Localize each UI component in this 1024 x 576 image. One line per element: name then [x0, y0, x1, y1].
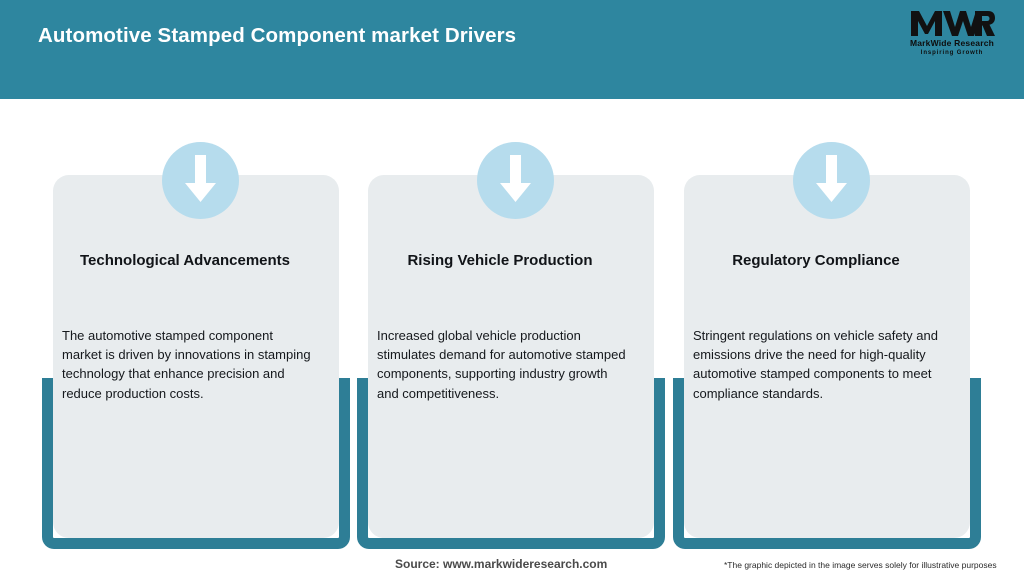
card-panel	[684, 175, 970, 538]
card-body-text: Stringent regulations on vehicle safety …	[693, 328, 938, 401]
driver-card-1[interactable]: Technological Advancements The automotiv…	[42, 99, 362, 559]
card-body-text: Increased global vehicle production stim…	[377, 328, 626, 401]
header-band: Automotive Stamped Component market Driv…	[0, 0, 1024, 99]
card-panel	[53, 175, 339, 538]
driver-card-2[interactable]: Rising Vehicle Production Increased glob…	[357, 99, 677, 559]
brand-logo: MarkWide Research Inspiring Growth	[898, 8, 1006, 64]
mwr-monogram-icon	[911, 11, 995, 36]
arrow-down-icon	[793, 142, 870, 219]
card-bracket-accent	[42, 378, 350, 549]
card-title: Rising Vehicle Production	[407, 252, 593, 269]
card-panel	[368, 175, 654, 538]
driver-cards-container: Technological Advancements The automotiv…	[0, 99, 1024, 576]
arrow-down-icon	[477, 142, 554, 219]
card-title: Technological Advancements	[79, 252, 291, 269]
disclaimer-label: *The graphic depicted in the image serve…	[724, 560, 997, 570]
card-title: Regulatory Compliance	[732, 252, 900, 269]
source-label: Source: www.markwideresearch.com	[395, 557, 608, 571]
arrow-down-glyph	[816, 155, 847, 202]
arrow-down-glyph	[500, 155, 531, 202]
card-bracket-accent	[673, 378, 981, 549]
arrow-down-icon	[162, 142, 239, 219]
logo-company-name: MarkWide Research	[909, 38, 995, 48]
page-title: Automotive Stamped Component market Driv…	[38, 24, 517, 47]
arrow-down-glyph	[185, 155, 216, 202]
driver-card-3[interactable]: Regulatory Compliance Stringent regulati…	[673, 99, 993, 559]
logo-tagline: Inspiring Growth	[920, 49, 984, 56]
card-body-text: The automotive stamped component market …	[62, 328, 311, 401]
card-bracket-accent	[357, 378, 665, 549]
